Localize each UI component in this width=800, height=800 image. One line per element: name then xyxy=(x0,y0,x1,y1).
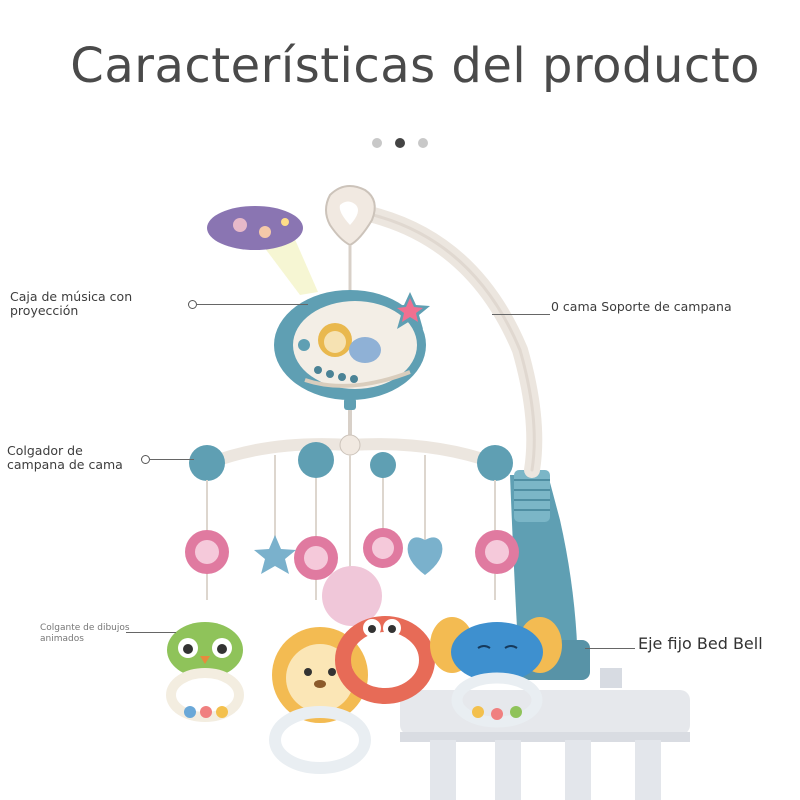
projection-image xyxy=(207,206,303,250)
crab-rattle xyxy=(335,616,435,704)
callout-line xyxy=(196,304,308,305)
ball-charm xyxy=(322,566,382,626)
music-box xyxy=(274,290,430,410)
owl-rattle xyxy=(166,622,244,722)
callout-line xyxy=(492,314,550,315)
hanger-hook xyxy=(325,185,376,290)
carousel-dot-1[interactable] xyxy=(372,138,382,148)
page-title: Características del producto xyxy=(70,38,760,94)
carousel-dots[interactable] xyxy=(372,138,428,148)
label-fixed-shaft: Eje fijo Bed Bell xyxy=(638,634,763,653)
star-charm xyxy=(254,535,296,574)
carousel-dot-3[interactable] xyxy=(418,138,428,148)
callout-line xyxy=(149,459,194,460)
label-cartoon-pendant: Colgante de dibujos animados xyxy=(40,623,130,644)
callout-line xyxy=(126,632,176,633)
label-crib-support: 0 cama Soporte de campana xyxy=(551,299,732,314)
crib-rail xyxy=(400,668,690,800)
callout-line xyxy=(585,648,635,649)
flower-charm xyxy=(185,528,519,580)
label-music-box: Caja de música con proyección xyxy=(10,289,133,318)
heart-charm xyxy=(407,537,443,575)
bell-hanger xyxy=(189,410,513,481)
carousel-dot-2[interactable] xyxy=(395,138,405,148)
elephant-rattle xyxy=(430,617,562,728)
label-bell-hanger: Colgador de campana de cama xyxy=(7,443,123,472)
